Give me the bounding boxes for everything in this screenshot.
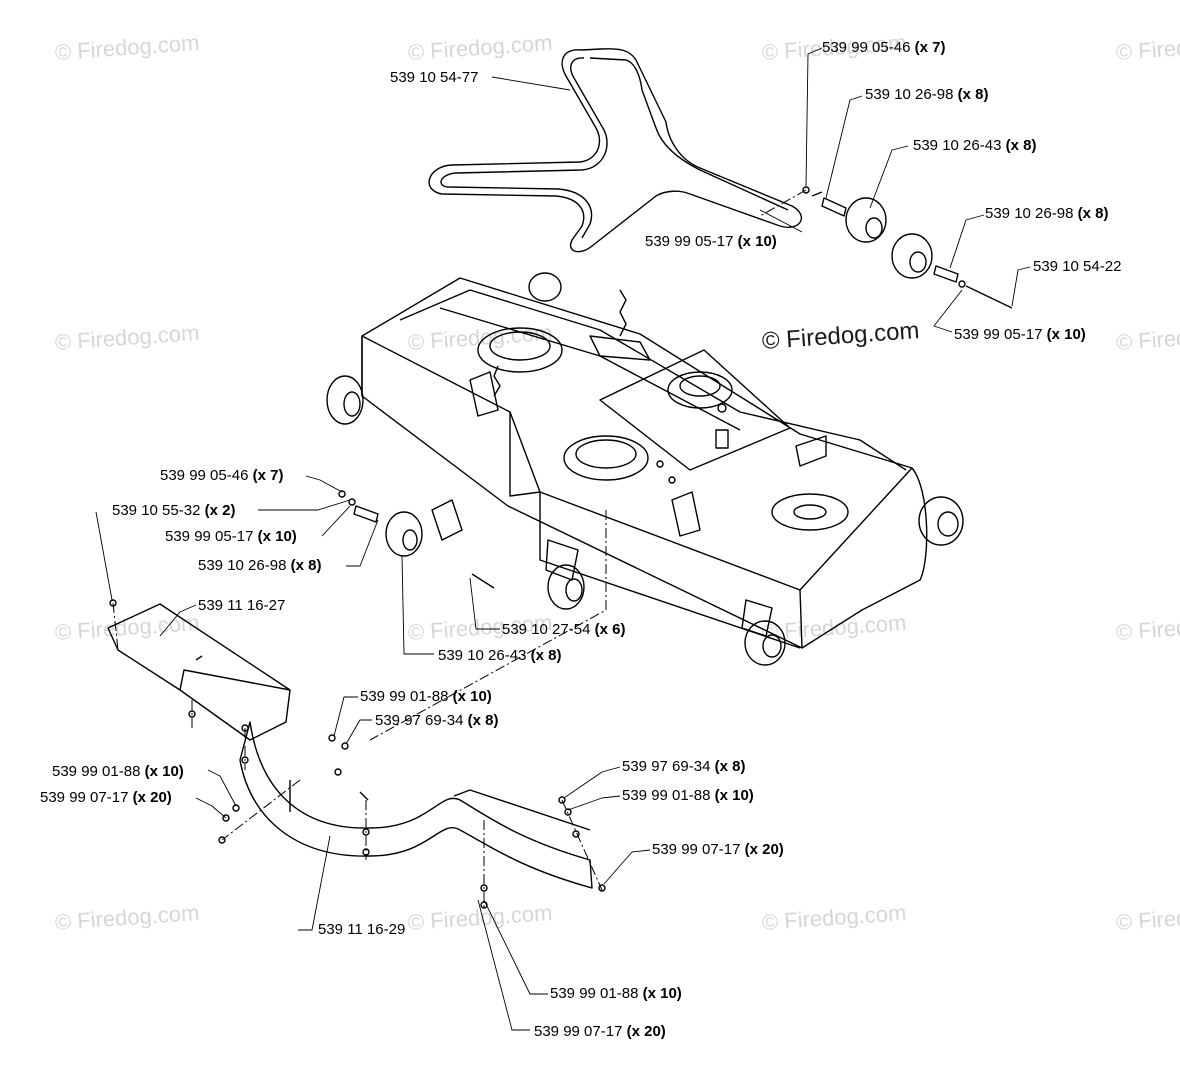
part-label: 539 99 07-17 (x 20): [534, 1024, 666, 1039]
part-number: 539 99 05-46: [160, 467, 249, 484]
part-number: 539 99 01-88: [52, 763, 141, 780]
wheel-assembly-left: [338, 490, 495, 589]
part-number: 539 99 07-17: [534, 1023, 623, 1040]
part-label: 539 10 54-77: [390, 70, 478, 85]
assembly-lines: [112, 189, 807, 910]
deck-wheels: [326, 272, 964, 666]
part-quantity: (x 20): [132, 789, 172, 806]
part-number: 539 99 05-17: [165, 528, 254, 545]
part-label: 539 99 05-17 (x 10): [645, 234, 777, 249]
part-number: 539 10 54-77: [390, 69, 479, 86]
part-label: 539 99 01-88 (x 10): [622, 788, 754, 803]
part-quantity: (x 10): [714, 787, 754, 804]
part-label: 539 99 05-17 (x 10): [954, 327, 1086, 342]
part-quantity: (x 8): [530, 647, 562, 664]
part-label: 539 10 54-22: [1033, 259, 1121, 274]
part-label: 539 10 26-98 (x 8): [198, 558, 321, 573]
part-number: 539 10 26-43: [438, 647, 527, 664]
deck-hardware: [493, 289, 729, 484]
part-quantity: (x 8): [290, 557, 322, 574]
part-quantity: (x 20): [626, 1023, 666, 1040]
part-number: 539 10 27-54: [502, 621, 591, 638]
part-label: 539 99 01-88 (x 10): [360, 689, 492, 704]
part-number: 539 99 05-17: [645, 233, 734, 250]
part-number: 539 99 07-17: [40, 789, 129, 806]
part-number: 539 97 69-34: [375, 712, 464, 729]
part-number: 539 99 05-17: [954, 326, 1043, 343]
part-quantity: (x 8): [467, 712, 499, 729]
part-quantity: (x 7): [914, 39, 946, 56]
part-number: 539 10 26-98: [985, 205, 1074, 222]
part-number: 539 99 05-46: [822, 39, 911, 56]
part-number: 539 99 01-88: [550, 985, 639, 1002]
part-label: 539 99 01-88 (x 10): [52, 764, 184, 779]
part-quantity: (x 10): [257, 528, 297, 545]
part-label: 539 10 26-43 (x 8): [913, 138, 1036, 153]
baffle-left: [107, 603, 291, 741]
part-quantity: (x 10): [737, 233, 777, 250]
part-quantity: (x 10): [144, 763, 184, 780]
part-number: 539 11 16-27: [198, 597, 286, 614]
drive-belt: [428, 48, 803, 253]
part-quantity: (x 10): [642, 985, 682, 1002]
part-label: 539 99 01-88 (x 10): [550, 986, 682, 1001]
mower-deck-body: [361, 277, 928, 649]
part-number: 539 10 26-98: [865, 86, 954, 103]
part-label: 539 11 16-27: [198, 598, 285, 613]
part-label: 539 10 26-43 (x 8): [438, 648, 561, 663]
wheel-assembly-upper: [802, 186, 1013, 309]
part-label: 539 99 05-17 (x 10): [165, 529, 297, 544]
baffle-center: [239, 721, 593, 889]
part-number: 539 99 07-17: [652, 841, 741, 858]
part-number: 539 99 01-88: [622, 787, 711, 804]
part-label: 539 99 05-46 (x 7): [822, 40, 945, 55]
part-number: 539 97 69-34: [622, 758, 711, 775]
part-quantity: (x 8): [1077, 205, 1109, 222]
part-label: 539 99 07-17 (x 20): [652, 842, 784, 857]
part-number: 539 99 01-88: [360, 688, 449, 705]
part-quantity: (x 20): [744, 841, 784, 858]
part-quantity: (x 10): [452, 688, 492, 705]
part-number: 539 10 26-43: [913, 137, 1002, 154]
part-number: 539 11 16-29: [318, 921, 406, 938]
leader-lines: [95, 47, 1031, 1031]
part-label: 539 97 69-34 (x 8): [375, 713, 498, 728]
part-label: 539 10 26-98 (x 8): [865, 87, 988, 102]
part-number: 539 10 54-22: [1033, 258, 1122, 275]
part-label: 539 97 69-34 (x 8): [622, 759, 745, 774]
part-quantity: (x 6): [594, 621, 626, 638]
part-label: 539 10 26-98 (x 8): [985, 206, 1108, 221]
part-quantity: (x 2): [204, 502, 236, 519]
part-quantity: (x 8): [714, 758, 746, 775]
part-number: 539 10 26-98: [198, 557, 287, 574]
part-label: 539 99 05-46 (x 7): [160, 468, 283, 483]
part-label: 539 99 07-17 (x 20): [40, 790, 172, 805]
part-quantity: (x 8): [1005, 137, 1037, 154]
baffle-fasteners: [109, 599, 606, 909]
part-label: 539 10 27-54 (x 6): [502, 622, 625, 637]
part-quantity: (x 10): [1046, 326, 1086, 343]
part-quantity: (x 8): [957, 86, 989, 103]
part-number: 539 10 55-32: [112, 502, 201, 519]
part-quantity: (x 7): [252, 467, 284, 484]
part-label: 539 10 55-32 (x 2): [112, 503, 235, 518]
part-label: 539 11 16-29: [318, 922, 405, 937]
